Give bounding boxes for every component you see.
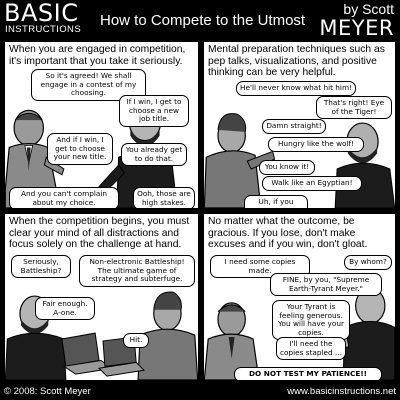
- website-url: www.basicinstructions.net: [287, 386, 396, 397]
- comic-footer: © 2008: Scott Meyer www.basicinstruction…: [0, 383, 400, 400]
- speech-bubble: Hit.: [123, 333, 149, 348]
- panel-2-caption: Mental preparation techniques such as pe…: [208, 44, 385, 78]
- panel-4-caption: No matter what the outcome, be gracious.…: [208, 216, 368, 250]
- speech-bubble: Walk like an Egyptian!: [262, 176, 362, 191]
- panel-2-art: [204, 113, 395, 208]
- hooded-man-figure: [204, 113, 276, 208]
- comic-header: BASIC INSTRUCTIONS How to Compete to the…: [0, 0, 400, 44]
- speech-bubble: I'll need the copies stapled ...: [276, 337, 346, 361]
- panel-3: When the competition begins, you must cl…: [3, 212, 200, 382]
- speech-bubble: Non-electronic Battleship! The ultimate …: [79, 255, 195, 287]
- logo-subtitle: INSTRUCTIONS: [5, 24, 82, 35]
- speech-bubble: Uh, if you must.: [244, 195, 308, 208]
- panel-3-caption: When the competition begins, you must cl…: [9, 216, 190, 250]
- byline-prefix: by Scott: [343, 1, 394, 17]
- panel-3-art: [5, 291, 198, 380]
- speech-bubble: He'll never know what hit him!: [236, 81, 356, 96]
- panel-1-caption: When you are engaged in competition, it'…: [9, 44, 186, 67]
- speech-bubble: Hungry like the wolf!: [268, 137, 364, 152]
- speech-bubble: Fair enough. A-one.: [35, 297, 95, 321]
- speech-bubble: And you can't complain about my choice.: [9, 187, 119, 208]
- speech-bubble: FINE, by you, "Supreme Earth-Tyrant Meye…: [270, 273, 382, 297]
- speech-bubble: And if I win, I get to choose your new t…: [47, 133, 113, 165]
- panel-1: When you are engaged in competition, it'…: [3, 40, 200, 210]
- copyright-notice: © 2008: Scott Meyer: [4, 386, 91, 397]
- speech-bubble: If I win, I get to choose a new job titl…: [119, 95, 189, 127]
- panel-2: Mental preparation techniques such as pe…: [202, 40, 397, 210]
- laptop-left: [61, 332, 115, 375]
- comic-title: How to Compete to the Utmost: [100, 12, 306, 29]
- hooded-man-figure: [137, 291, 198, 380]
- panel-4: No matter what the outcome, be gracious.…: [202, 212, 397, 382]
- speech-bubble: By whom?: [344, 255, 392, 270]
- logo-title: BASIC: [4, 0, 79, 27]
- speech-bubble: I need some copies made.: [210, 255, 310, 279]
- speech-bubble: That's right! Eye of the Tiger!: [316, 96, 392, 120]
- speech-bubble: You know it!: [259, 160, 315, 175]
- author-name: MEYER: [319, 16, 394, 40]
- speech-bubble: You already get to do that.: [121, 143, 187, 167]
- speech-bubble: Ooh, those are high stakes.: [133, 187, 195, 208]
- speech-bubble-shout: DO NOT TEST MY PATIENCE!!: [234, 367, 382, 380]
- speech-bubble: Your Tyrant is feeling generous. You wil…: [272, 300, 350, 341]
- byline: by Scott MEYER: [319, 1, 394, 40]
- speech-bubble: Seriously, Battleship?: [11, 255, 71, 279]
- bald-bearded-man-figure: [334, 122, 395, 208]
- speech-bubble: Damn straight!: [262, 119, 326, 134]
